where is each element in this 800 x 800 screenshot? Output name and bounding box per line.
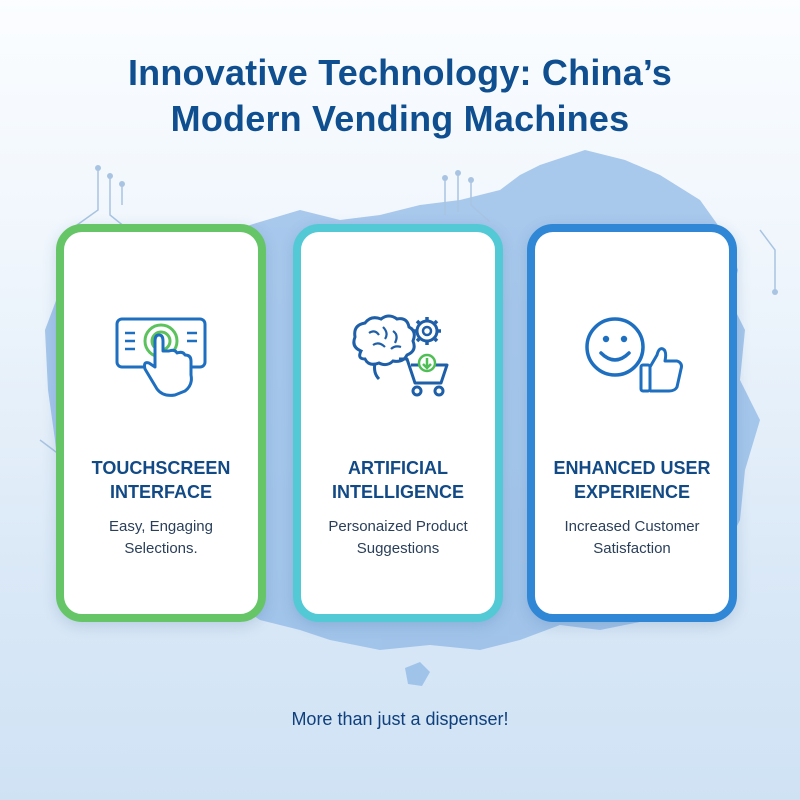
page-title: Innovative Technology: China’s Modern Ve… [0,50,800,142]
card-title-line-1: ARTIFICIAL [348,458,448,478]
card-desc-line-1: Increased Customer [564,518,700,535]
card-description: Personaized Product Suggestions [311,516,485,560]
card-artificial-intelligence: ARTIFICIAL INTELLIGENCE Personaized Prod… [293,224,503,622]
card-desc-line-2: Satisfaction [593,540,671,557]
card-enhanced-user-experience: ENHANCED USER EXPERIENCE Increased Custo… [527,224,737,622]
card-desc-line-1: Personaized Product [328,518,468,535]
card-title: ARTIFICIAL INTELLIGENCE [311,456,485,504]
title-line-1: Innovative Technology: China’s [127,52,673,93]
card-title-line-1: ENHANCED USER [553,458,711,478]
card-title-line-1: TOUCHSCREEN [91,458,231,478]
card-title-line-2: EXPERIENCE [573,482,691,502]
card-desc-line-2: Suggestions [356,540,440,557]
card-touchscreen-interface: TOUCHSCREEN INTERFACE Easy, Engaging Sel… [56,224,266,622]
card-title-line-2: INTERFACE [109,482,212,502]
card-description: Increased Customer Satisfaction [545,516,719,560]
card-title: ENHANCED USER EXPERIENCE [545,456,719,504]
footer-tagline: More than just a dispenser! [291,709,509,729]
card-title: TOUCHSCREEN INTERFACE [74,456,248,504]
card-desc-line-2: Selections. [124,540,198,557]
card-description: Easy, Engaging Selections. [74,516,248,560]
smiley-thumbs-up-icon [535,308,729,404]
title-line-2: Modern Vending Machines [170,98,630,139]
card-desc-line-1: Easy, Engaging [109,518,213,535]
card-title-line-2: INTELLIGENCE [331,482,464,502]
touchscreen-tap-icon [64,308,258,404]
brain-gear-cart-icon [301,308,495,404]
